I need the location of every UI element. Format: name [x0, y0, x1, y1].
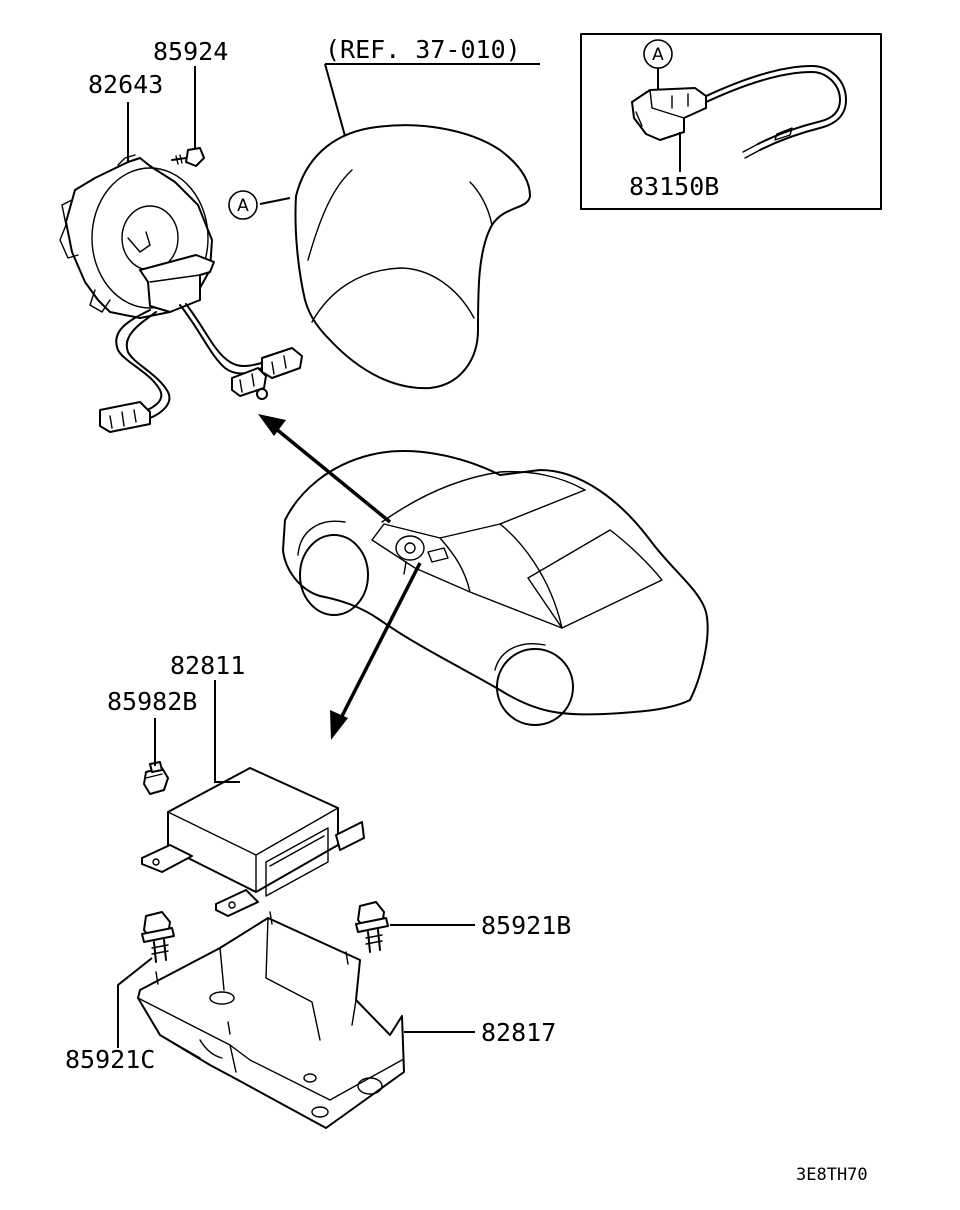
bolt-85921c[interactable]: [141, 911, 175, 963]
vehicle-outline: [282, 450, 709, 726]
part-label-82643: 82643: [88, 70, 163, 99]
diagram-code: 3E8TH70: [796, 1165, 868, 1185]
nut-85982b[interactable]: [143, 761, 169, 795]
clock-spring-assembly[interactable]: [59, 154, 303, 433]
detail-inset: [580, 33, 882, 210]
pointer-arrows: [258, 414, 422, 740]
part-label-82811: 82811: [170, 651, 245, 680]
callout-a: A: [228, 190, 258, 220]
part-label-82817: 82817: [481, 1018, 556, 1047]
part-label-85924: 85924: [153, 37, 228, 66]
leader-lines: [117, 63, 540, 1048]
reference-label: (REF. 37-010): [325, 35, 521, 64]
inset-callout-a: A: [643, 39, 673, 69]
part-label-83150b: 83150B: [629, 172, 719, 201]
airbag-module[interactable]: [294, 124, 531, 390]
part-label-85921c: 85921C: [65, 1045, 155, 1074]
callout-a-letter: A: [237, 196, 249, 216]
srs-control-unit[interactable]: [141, 767, 365, 917]
bracket-82817[interactable]: [137, 911, 405, 1129]
part-label-85982b: 85982B: [107, 687, 197, 716]
bolt-85921b[interactable]: [355, 901, 389, 953]
screw-85924[interactable]: [171, 147, 205, 167]
part-label-85921b: 85921B: [481, 911, 571, 940]
inset-callout-a-letter: A: [652, 45, 664, 65]
